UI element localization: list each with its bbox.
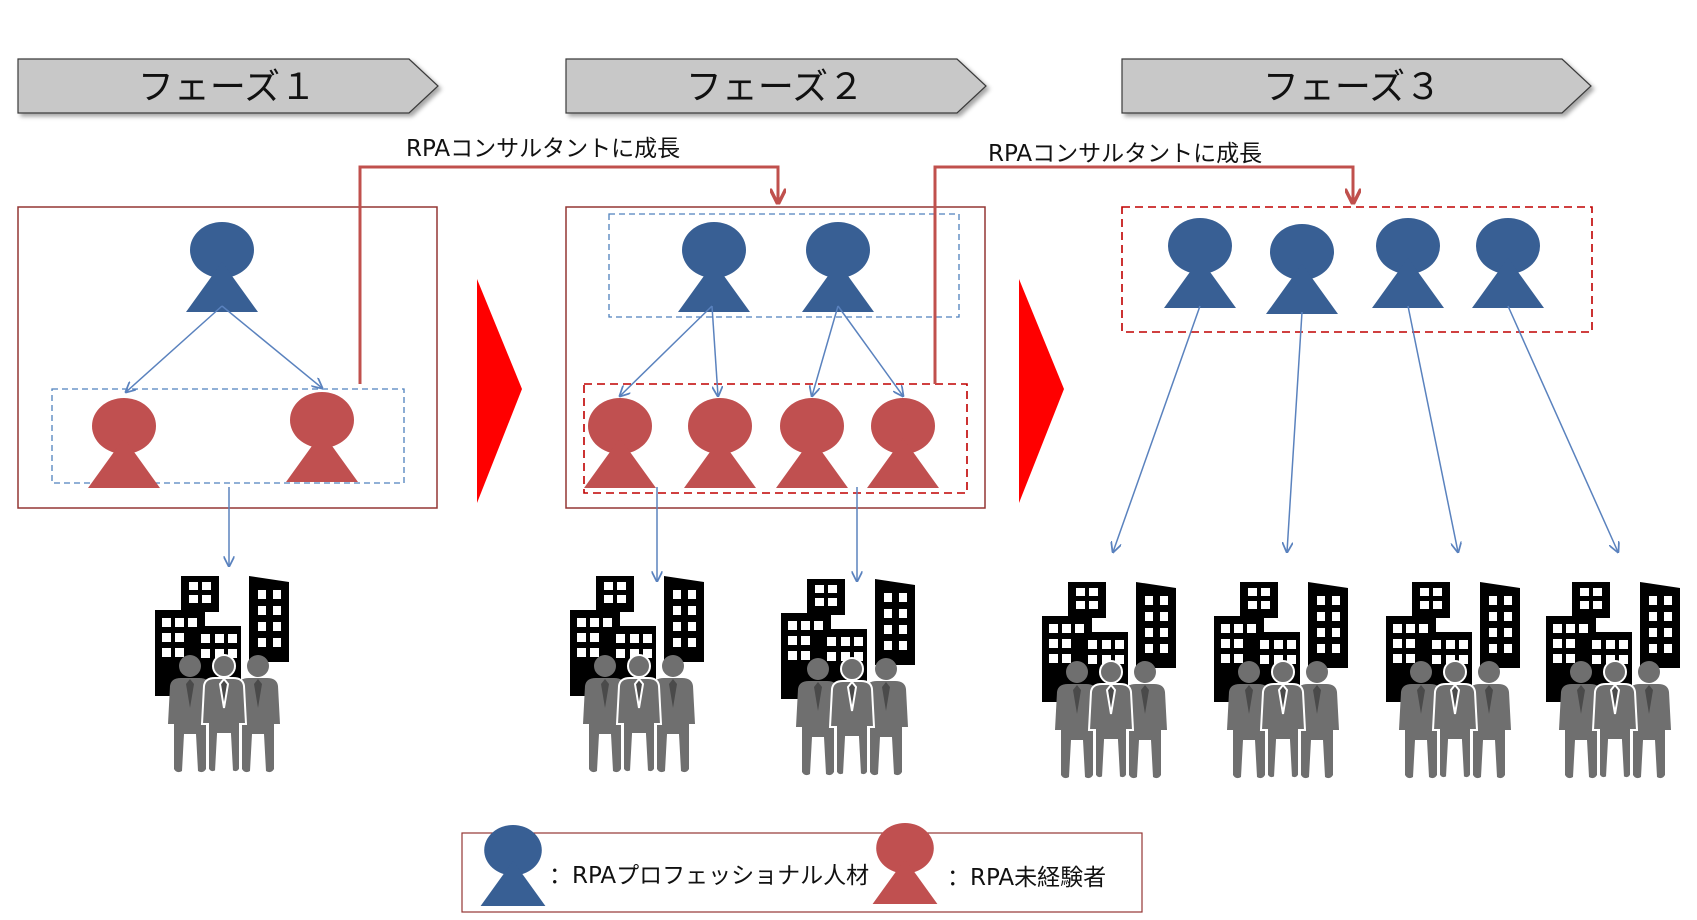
connector-arrow <box>126 305 223 392</box>
phase-2-novice-group <box>583 383 968 494</box>
connector-arrow <box>711 305 718 396</box>
legend-professional-label: ：RPAプロフェッショナル人材 <box>549 863 869 889</box>
growth-arrow-1: RPAコンサルタントに成長 <box>358 136 778 384</box>
connector-arrow <box>1407 305 1458 552</box>
growth-arrow-2: RPAコンサルタントに成長 <box>933 141 1353 384</box>
growth-label-2: RPAコンサルタントに成長 <box>988 141 1262 167</box>
person-icon <box>1372 218 1444 308</box>
growth-label-1: RPAコンサルタントに成長 <box>406 136 680 162</box>
legend-novice-icon <box>872 823 938 904</box>
phase-3-header: フェーズ３ <box>1121 58 1592 114</box>
phase-1-header: フェーズ１ <box>17 58 439 114</box>
transition-arrow-2 <box>1019 279 1064 503</box>
person-icon <box>867 398 939 488</box>
person-icon <box>286 392 358 482</box>
phase-2-header: フェーズ２ <box>565 58 987 114</box>
connector-arrow <box>620 305 713 396</box>
phase-1-team <box>17 206 438 772</box>
business-people-icon <box>796 658 908 775</box>
transition-arrow-1 <box>477 279 522 503</box>
person-icon <box>1164 218 1236 308</box>
business-people-icon <box>1055 661 1167 778</box>
phase-1-frame <box>17 206 438 509</box>
connector-arrow <box>837 305 903 396</box>
person-icon <box>1472 218 1544 308</box>
person-icon <box>802 222 874 312</box>
person-icon <box>88 398 160 488</box>
phase-2-team <box>565 206 986 775</box>
phase-3-team <box>1042 206 1680 778</box>
person-icon <box>1266 224 1338 314</box>
legend-box <box>461 832 1143 913</box>
phase-3-label: フェーズ３ <box>1263 67 1441 108</box>
business-people-icon <box>1227 661 1339 778</box>
person-icon <box>776 398 848 488</box>
business-people-icon <box>1399 661 1511 778</box>
person-icon <box>684 398 756 488</box>
business-people-icon <box>1559 661 1671 778</box>
phase-2-frame <box>565 206 986 509</box>
connector-arrow <box>1287 311 1303 552</box>
business-people-icon <box>583 655 695 772</box>
connector-arrow <box>221 305 322 388</box>
person-icon <box>678 222 750 312</box>
phase-3-pro-group <box>1121 206 1593 333</box>
connector-arrow <box>1113 305 1201 552</box>
phase-2-label: フェーズ２ <box>686 67 864 108</box>
legend-professional-icon <box>480 825 546 906</box>
legend-novice-label: ：RPA未経験者 <box>947 865 1106 891</box>
connector-arrow <box>812 305 839 396</box>
phase-1-label: フェーズ１ <box>138 67 316 108</box>
person-icon <box>186 222 258 312</box>
business-people-icon <box>168 655 280 772</box>
person-icon <box>584 398 656 488</box>
phase-1-novice-group <box>51 388 405 484</box>
legend: ：RPAプロフェッショナル人材 ：RPA未経験者 <box>461 823 1143 913</box>
phase-2-pro-group <box>608 213 960 318</box>
connector-arrow <box>1507 305 1618 552</box>
